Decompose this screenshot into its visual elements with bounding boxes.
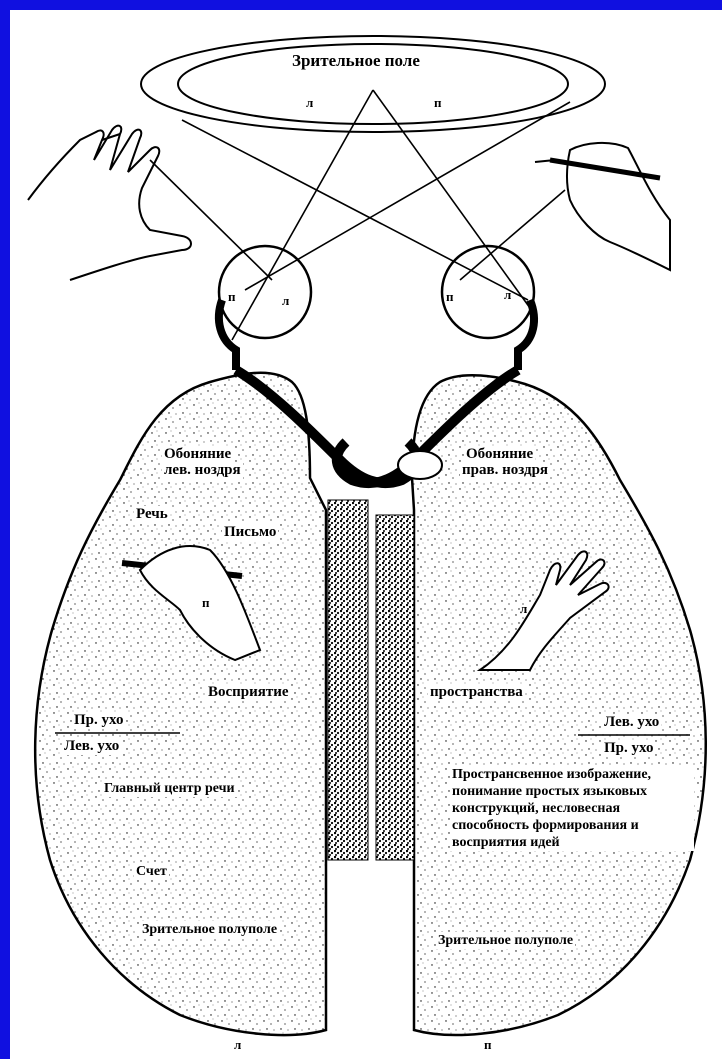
right-eye-right-letter: л bbox=[504, 286, 511, 303]
visual-field-left-letter: л bbox=[306, 94, 313, 111]
visual-field-title: Зрительное поле bbox=[292, 52, 420, 69]
diagram-canvas: Зрительное поле л п п л п л Обоняние лев… bbox=[10, 10, 722, 1059]
left-hemi-left-ear-label: Лев. ухо bbox=[62, 738, 121, 755]
right-eye bbox=[442, 246, 534, 370]
brain-vision-diagram bbox=[10, 10, 722, 1059]
right-eye-left-letter: п bbox=[446, 288, 454, 305]
right-hand-pencil-drawing bbox=[535, 143, 670, 270]
right-hemisphere-functions: Пространсвенное изображение, понимание п… bbox=[450, 766, 694, 851]
right-half-field-label: Зрительное полуполе bbox=[436, 932, 575, 949]
left-smell-label: Обоняние bbox=[162, 446, 233, 463]
right-nostril-label: прав. ноздря bbox=[460, 462, 550, 479]
counting-label: Счет bbox=[134, 863, 169, 880]
writing-hand-letter: п bbox=[202, 594, 210, 611]
left-nostril-label: лев. ноздря bbox=[162, 462, 243, 479]
left-eye-right-letter: л bbox=[282, 292, 289, 309]
corpus-callosum-left bbox=[328, 500, 368, 860]
space-label: пространства bbox=[428, 684, 525, 701]
right-bottom-letter: п bbox=[484, 1036, 492, 1053]
right-hemi-left-ear-label: Лев. ухо bbox=[602, 714, 661, 731]
speech-center-label: Главный центр речи bbox=[102, 780, 237, 797]
left-half-field-label: Зрительное полуполе bbox=[140, 921, 279, 938]
left-eye bbox=[219, 246, 311, 370]
perception-label: Восприятие bbox=[206, 684, 291, 701]
speech-label: Речь bbox=[134, 506, 170, 523]
writing-label: Письмо bbox=[222, 524, 278, 541]
left-eye-left-letter: п bbox=[228, 288, 236, 305]
corpus-callosum-right bbox=[376, 515, 414, 860]
left-hand-drawing bbox=[28, 126, 191, 280]
right-smell-label: Обоняние bbox=[464, 446, 535, 463]
right-hand-letter: л bbox=[520, 600, 527, 617]
visual-field-right-letter: п bbox=[434, 94, 442, 111]
left-hemi-right-ear-label: Пр. ухо bbox=[72, 712, 125, 729]
left-bottom-letter: л bbox=[234, 1036, 241, 1053]
right-hemi-right-ear-label: Пр. ухо bbox=[602, 740, 655, 757]
